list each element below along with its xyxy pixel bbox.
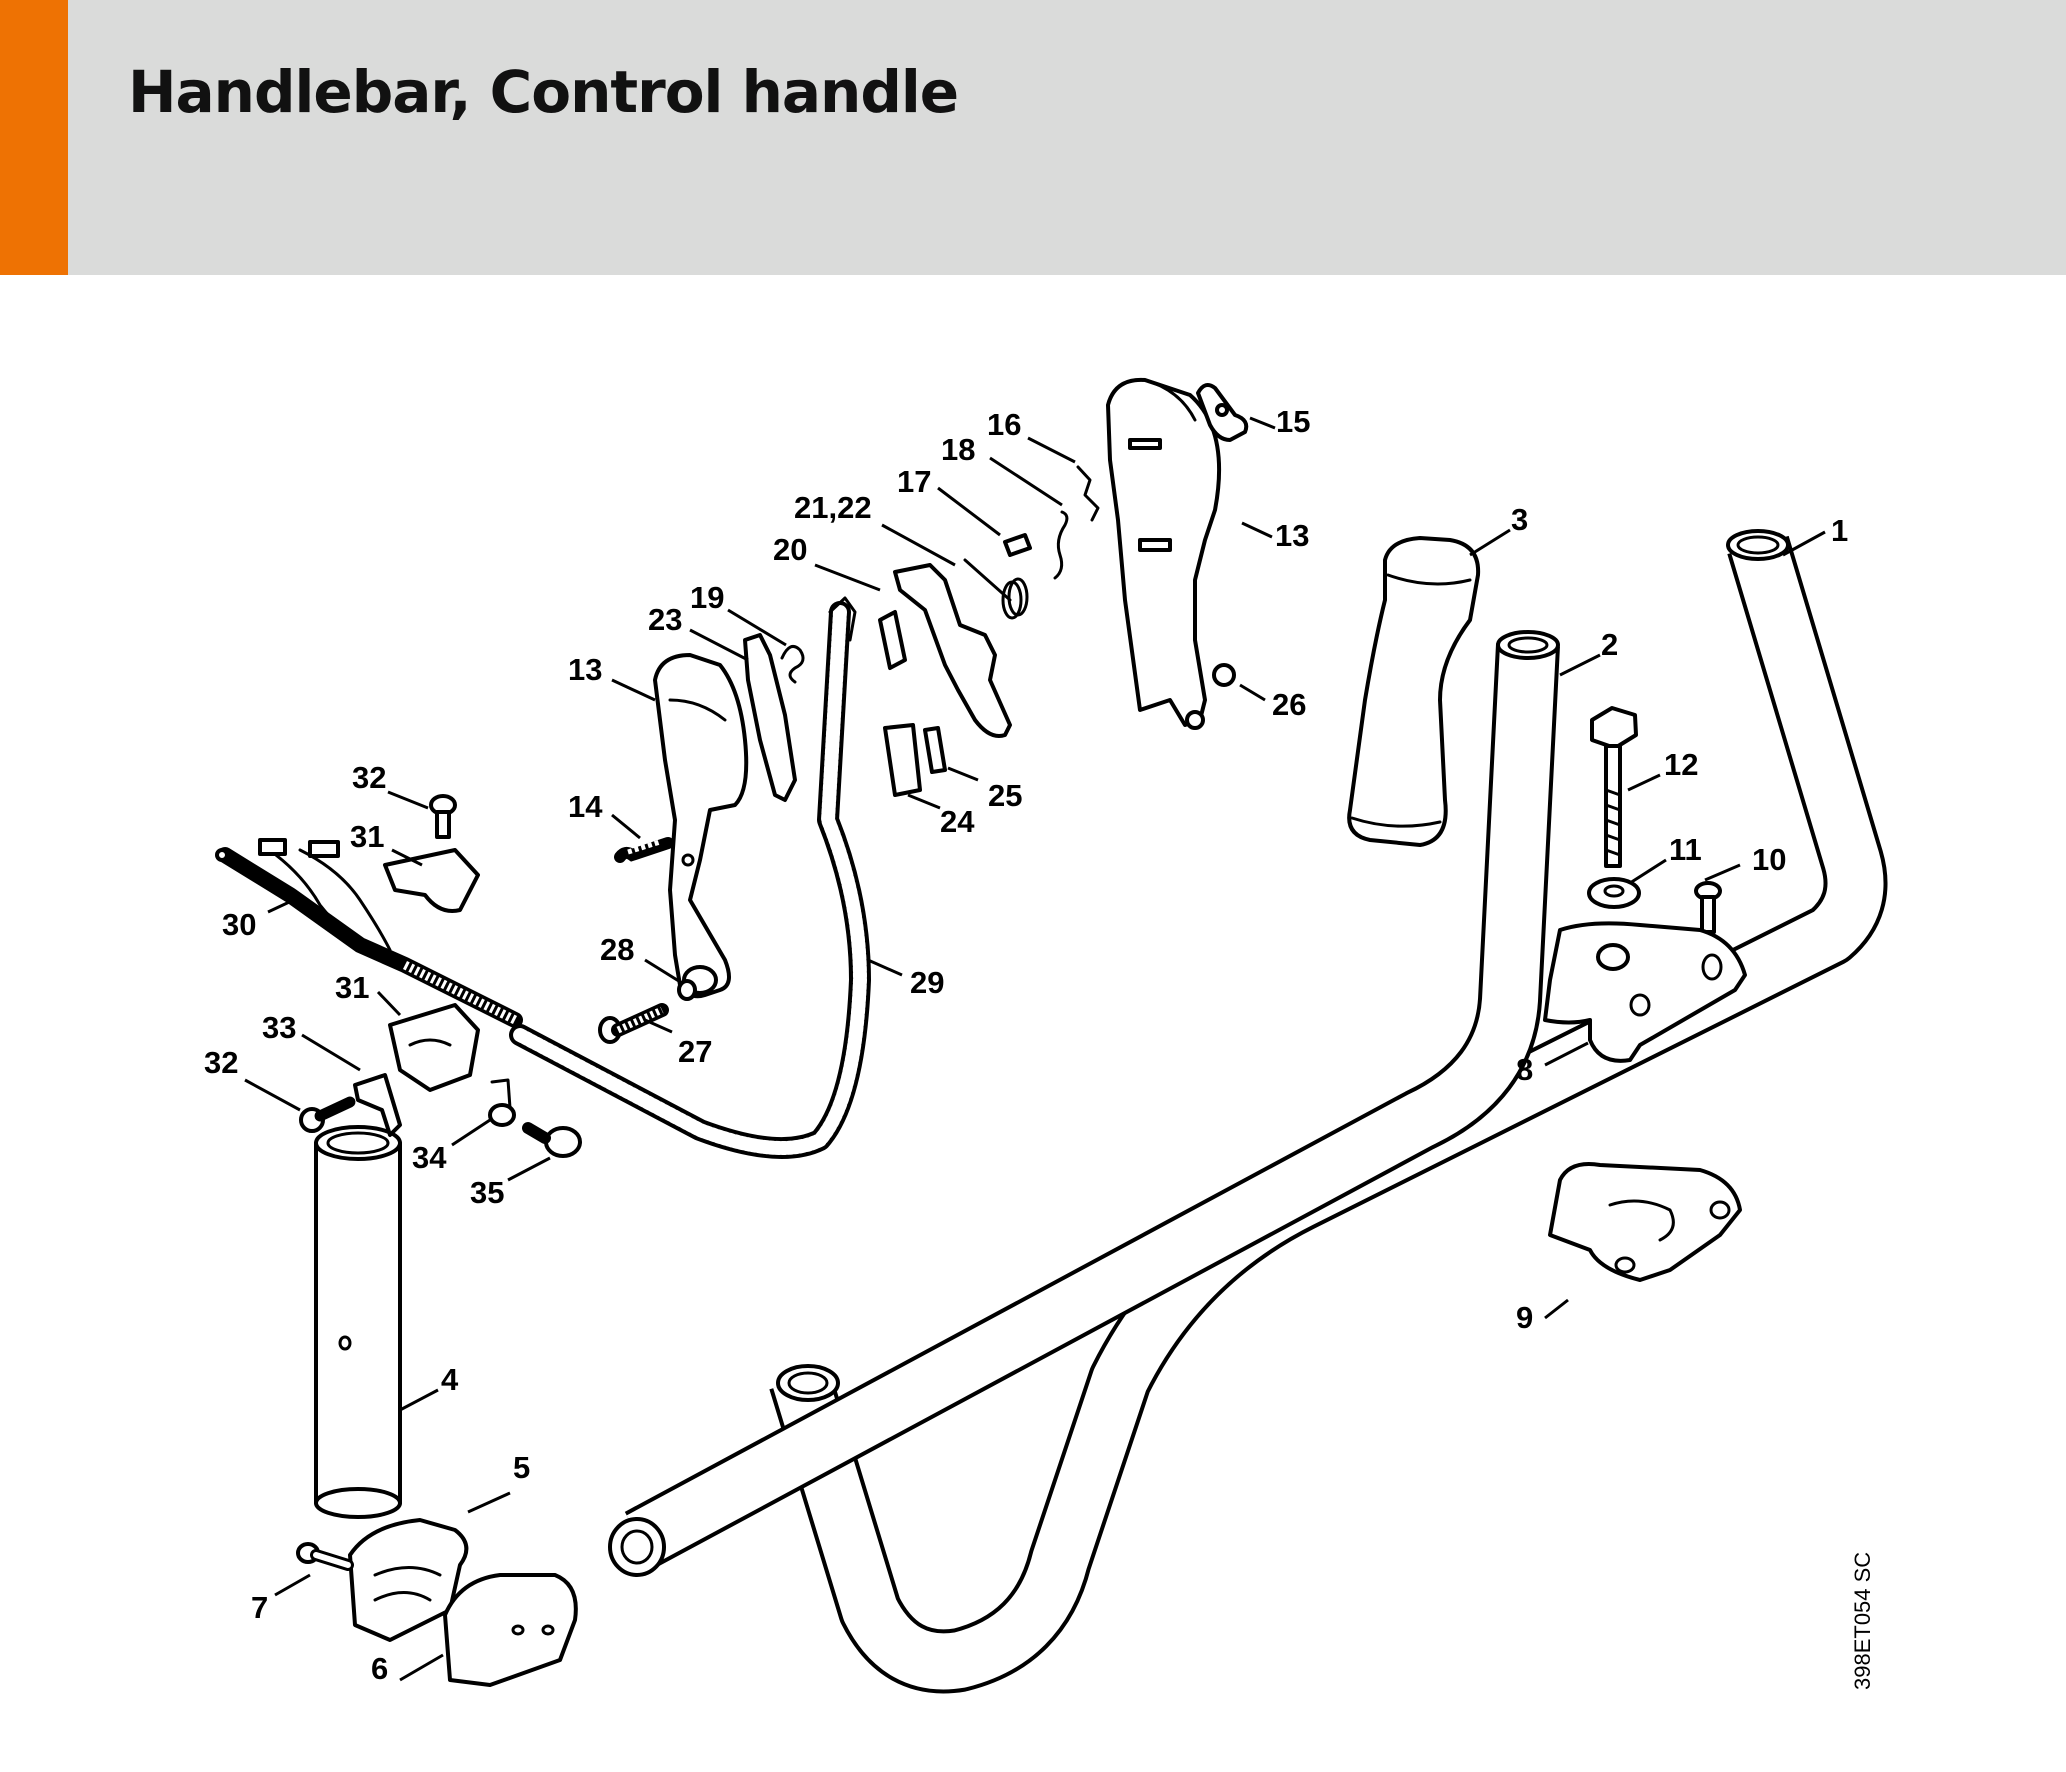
callout-31a: 31: [350, 819, 384, 854]
callout-18: 18: [941, 432, 975, 467]
callout-5: 5: [513, 1450, 530, 1485]
part-washer-11: [1587, 877, 1641, 909]
part-screw-35: [522, 1122, 582, 1158]
callout-9: 9: [1516, 1300, 1533, 1335]
part-screw-27: [598, 1003, 669, 1044]
part-throttle-trigger-20: [893, 563, 1012, 738]
callout-19: 19: [690, 580, 724, 615]
part-torsion-spring-21-22: [963, 558, 1029, 620]
callout-13b: 13: [1275, 518, 1309, 553]
orange-accent-bar: [0, 0, 68, 275]
callout-16: 16: [987, 407, 1021, 442]
part-clamp-top-8: [1543, 921, 1747, 1063]
callout-13a: 13: [568, 652, 602, 687]
part-pad-25: [923, 726, 947, 774]
part-terminal-34: [488, 1078, 516, 1127]
leader-lines: [244, 416, 1826, 1682]
part-grip-3: [1347, 536, 1481, 847]
part-wiring-harness-30: [215, 838, 523, 1028]
part-spring-clip-16: [1076, 465, 1100, 522]
callout-1: 1: [1831, 513, 1848, 548]
callout-34: 34: [412, 1140, 447, 1175]
part-screw-7: [296, 1542, 354, 1571]
part-cover-31a: [383, 848, 480, 913]
callout-23: 23: [648, 602, 682, 637]
header-band: [0, 0, 2066, 275]
callout-17: 17: [897, 464, 931, 499]
callout-2: 2: [1601, 627, 1618, 662]
callout-21-22: 21,22: [794, 490, 872, 525]
callout-33: 33: [262, 1010, 296, 1045]
diagram-code: 398ET054 SC: [1850, 1552, 1875, 1690]
callout-10: 10: [1752, 842, 1786, 877]
callout-20: 20: [773, 532, 807, 567]
callout-12: 12: [1664, 747, 1698, 782]
part-tube-4: [314, 1125, 402, 1519]
part-lever-23: [743, 633, 797, 802]
callout-26: 26: [1272, 687, 1306, 722]
part-screw-32a: [429, 794, 457, 839]
part-washer-28: [677, 979, 697, 1001]
callout-32b: 32: [204, 1045, 238, 1080]
callout-25: 25: [988, 778, 1022, 813]
callout-30: 30: [222, 907, 256, 942]
callout-29: 29: [910, 965, 944, 1000]
part-spring-14: [614, 837, 674, 863]
part-switch-housing-31b: [388, 1003, 480, 1092]
part-bolt-12: [1590, 706, 1638, 868]
part-spring-19: [780, 644, 805, 684]
part-handlebar-tube-1: [769, 529, 1888, 1694]
part-handle-housing-13b: [1106, 377, 1222, 730]
part-throttle-cable-29: [509, 596, 907, 1159]
part-pad-24: [883, 723, 922, 797]
callout-8: 8: [1516, 1052, 1533, 1087]
callout-14: 14: [568, 789, 603, 824]
callout-3: 3: [1511, 502, 1528, 537]
part-clamp-half-6: [443, 1573, 578, 1687]
page-title: Handlebar, Control handle: [128, 58, 959, 126]
callout-35: 35: [470, 1175, 504, 1210]
part-clamp-bottom-9: [1548, 1162, 1742, 1282]
part-nut-26: [1212, 663, 1236, 687]
callout-31b: 31: [335, 970, 369, 1005]
callout-27: 27: [678, 1034, 712, 1069]
callout-28: 28: [600, 932, 634, 967]
callout-24: 24: [940, 804, 975, 839]
part-ground-plate-33: [353, 1073, 402, 1137]
part-clamp-half-5: [348, 1518, 469, 1642]
part-knob-15: [1196, 382, 1249, 442]
callout-4: 4: [441, 1362, 459, 1397]
part-spring-18: [1053, 510, 1069, 580]
part-screw-32b: [299, 1096, 356, 1133]
part-screw-17: [1003, 533, 1032, 557]
part-screw-10: [1694, 881, 1722, 934]
callout-numbers: 1 2 3 4 5 6 7 8 9 10 11 12 13 13 14 15 1…: [204, 404, 1848, 1686]
callout-32a: 32: [352, 760, 386, 795]
callout-15: 15: [1276, 404, 1310, 439]
part-handlebar-tube-2: [608, 630, 1560, 1577]
callout-7: 7: [251, 1590, 268, 1625]
callout-11: 11: [1669, 832, 1702, 867]
part-handle-housing-13a: [653, 653, 749, 999]
callout-6: 6: [371, 1651, 388, 1686]
